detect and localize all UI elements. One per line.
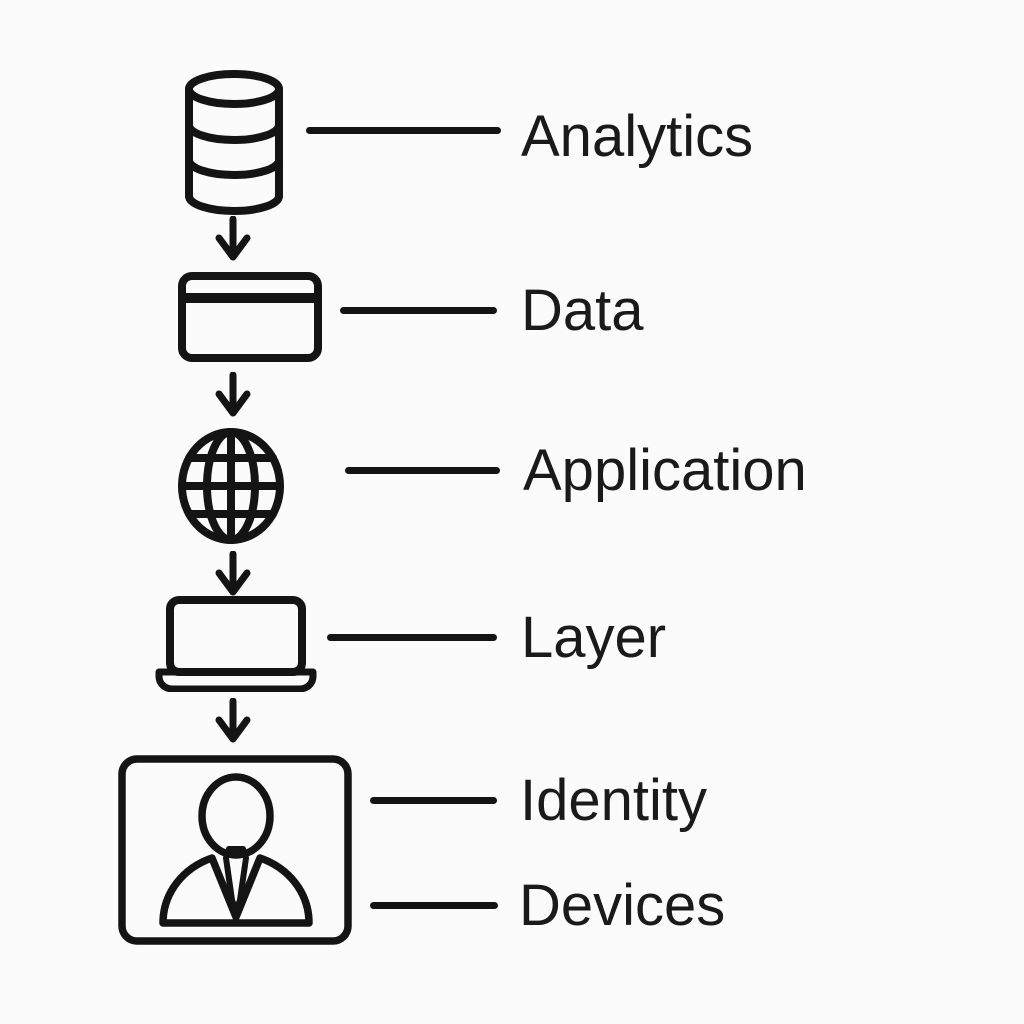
globe-icon: [178, 428, 284, 544]
connector-line-data: [340, 307, 497, 314]
arrow-down-icon: [215, 372, 251, 417]
connector-line-identity: [370, 797, 497, 804]
node-label-devices: Devices: [519, 873, 726, 938]
id-card-person-icon: [118, 755, 352, 945]
connector-line-devices: [370, 902, 498, 909]
connector-line-layer: [327, 634, 497, 641]
connector-line-analytics: [306, 127, 501, 134]
node-label-identity: Identity: [520, 768, 707, 833]
node-label-layer: Layer: [521, 605, 667, 670]
laptop-icon: [155, 596, 317, 692]
node-label-analytics: Analytics: [521, 104, 754, 169]
arrow-down-icon: [215, 698, 251, 743]
arrow-down-icon: [215, 551, 251, 596]
database-icon: [185, 70, 283, 215]
arrow-down-icon: [215, 216, 251, 261]
node-label-data: Data: [521, 278, 644, 343]
connector-line-application: [345, 467, 500, 474]
node-label-application: Application: [523, 438, 807, 503]
credit-card-icon: [178, 272, 322, 362]
